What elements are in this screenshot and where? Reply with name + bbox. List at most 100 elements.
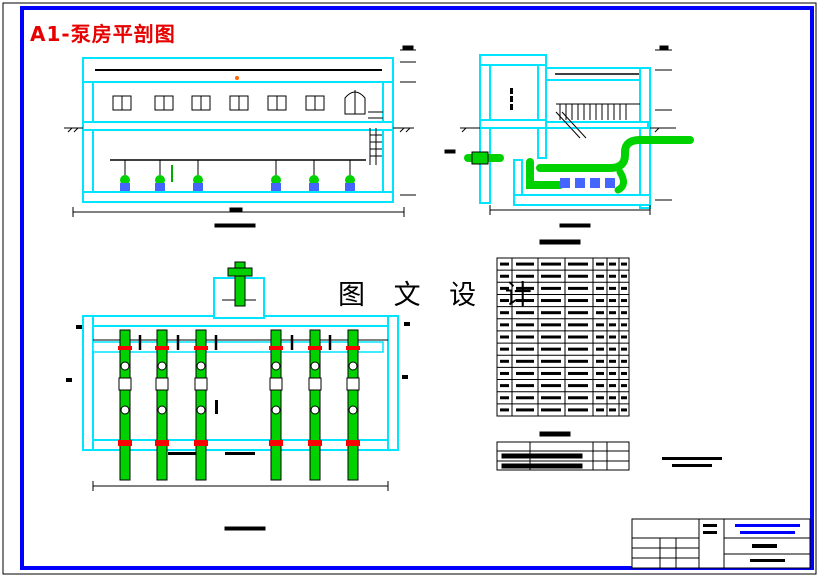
table-cell-text [609, 371, 616, 375]
table-cell-text [516, 286, 534, 290]
ground-marks [64, 127, 414, 133]
table-cell-text [609, 359, 616, 363]
table-cell-text [609, 335, 616, 339]
tower-roof [479, 54, 547, 66]
table-cell-text [568, 299, 588, 303]
table-cell-text [500, 323, 509, 327]
table-cell-text [500, 262, 509, 266]
table-cell-text [568, 347, 588, 351]
table-cell-text [541, 311, 561, 315]
table-cell-text [568, 274, 588, 278]
table-cell-text [609, 384, 616, 388]
table-cell-text [516, 384, 534, 388]
plan-red-markers [118, 346, 360, 446]
table-cell-text [541, 347, 561, 351]
table-cell-text [516, 359, 534, 363]
table-cell-text [596, 262, 604, 266]
table-cell-text [596, 323, 604, 327]
table-cell-text [500, 311, 509, 315]
right-wall-upper [382, 81, 394, 128]
table-cell-text [541, 396, 561, 400]
table-cell-text [621, 299, 627, 303]
collector-channel [92, 341, 384, 353]
table-cell-text [516, 335, 534, 339]
table-cell-text [516, 311, 534, 315]
table-cell-text [568, 323, 588, 327]
table-cell-text [500, 274, 509, 278]
plan-pump-lines [119, 329, 359, 481]
tower-floor [479, 119, 547, 129]
table-cell-text [596, 299, 604, 303]
table-cell-text [500, 408, 509, 412]
table-cell-text [500, 396, 509, 400]
notes-table [496, 431, 630, 471]
table-cell-text [541, 359, 561, 363]
table-cell-text [596, 408, 604, 412]
table-cell-text [516, 347, 534, 351]
stair [368, 111, 383, 165]
table-cell-text [541, 335, 561, 339]
table-cell-text [541, 262, 561, 266]
table-cell-text [541, 323, 561, 327]
pumps [120, 160, 355, 191]
table-cell-text [621, 274, 627, 278]
section-pipes [464, 136, 694, 194]
table-cell-text [500, 335, 509, 339]
table-cell-text [568, 396, 588, 400]
table-cell-text [541, 274, 561, 278]
notes [662, 457, 722, 467]
equipment-table [496, 239, 630, 417]
table-cell-text [568, 286, 588, 290]
table-cell-text [621, 323, 627, 327]
table-cell-text [596, 347, 604, 351]
table-cell-text [541, 384, 561, 388]
pump-house-section-1 [64, 45, 416, 228]
elevation-marks-2 [444, 45, 672, 201]
tower-wall-left [479, 57, 491, 204]
table-cell-text [500, 384, 509, 388]
table-cell-text [541, 286, 561, 290]
table-cell-text [621, 335, 627, 339]
left-wall-upper [82, 81, 94, 128]
basement-floor-2 [513, 194, 651, 206]
table-cell-text [596, 371, 604, 375]
hall-stair [555, 103, 640, 139]
table-cell-text [621, 311, 627, 315]
plan-pump-units [118, 361, 360, 415]
table-cell-text [568, 359, 588, 363]
table-cell-text [516, 262, 534, 266]
table-cell-text [516, 371, 534, 375]
table-cell-text [621, 286, 627, 290]
hall-floor [545, 121, 649, 129]
table-cell-text [596, 286, 604, 290]
table-cell-text [500, 347, 509, 351]
table-cell-text [609, 311, 616, 315]
table-cell-text [516, 274, 534, 278]
table-cell-text [609, 408, 616, 412]
table-cell-text [621, 396, 627, 400]
table-cell-text [500, 286, 509, 290]
plan-wall-right [387, 315, 399, 451]
drawing-frame [20, 6, 814, 570]
table-cell-text [516, 408, 534, 412]
table-cell-text [568, 371, 588, 375]
plan-markers [66, 322, 410, 455]
table-cell-text [596, 335, 604, 339]
table-cell-text [609, 262, 616, 266]
watermark-text: 图 文 设 计 [338, 280, 542, 311]
table-cell-text [541, 299, 561, 303]
table-cell-text [500, 299, 509, 303]
plan-wall-left [82, 315, 94, 451]
table-cell-text [596, 274, 604, 278]
table-cell-text [621, 262, 627, 266]
table-cell-text [609, 347, 616, 351]
table-cell-text [568, 384, 588, 388]
table-cell-text [621, 408, 627, 412]
drawing-title: A1-泵房平剖图 [30, 22, 176, 46]
table-cell-text [621, 384, 627, 388]
table-cell-text [621, 359, 627, 363]
dimension-line [72, 207, 405, 228]
table-cell-text [500, 359, 509, 363]
windows [112, 90, 366, 115]
